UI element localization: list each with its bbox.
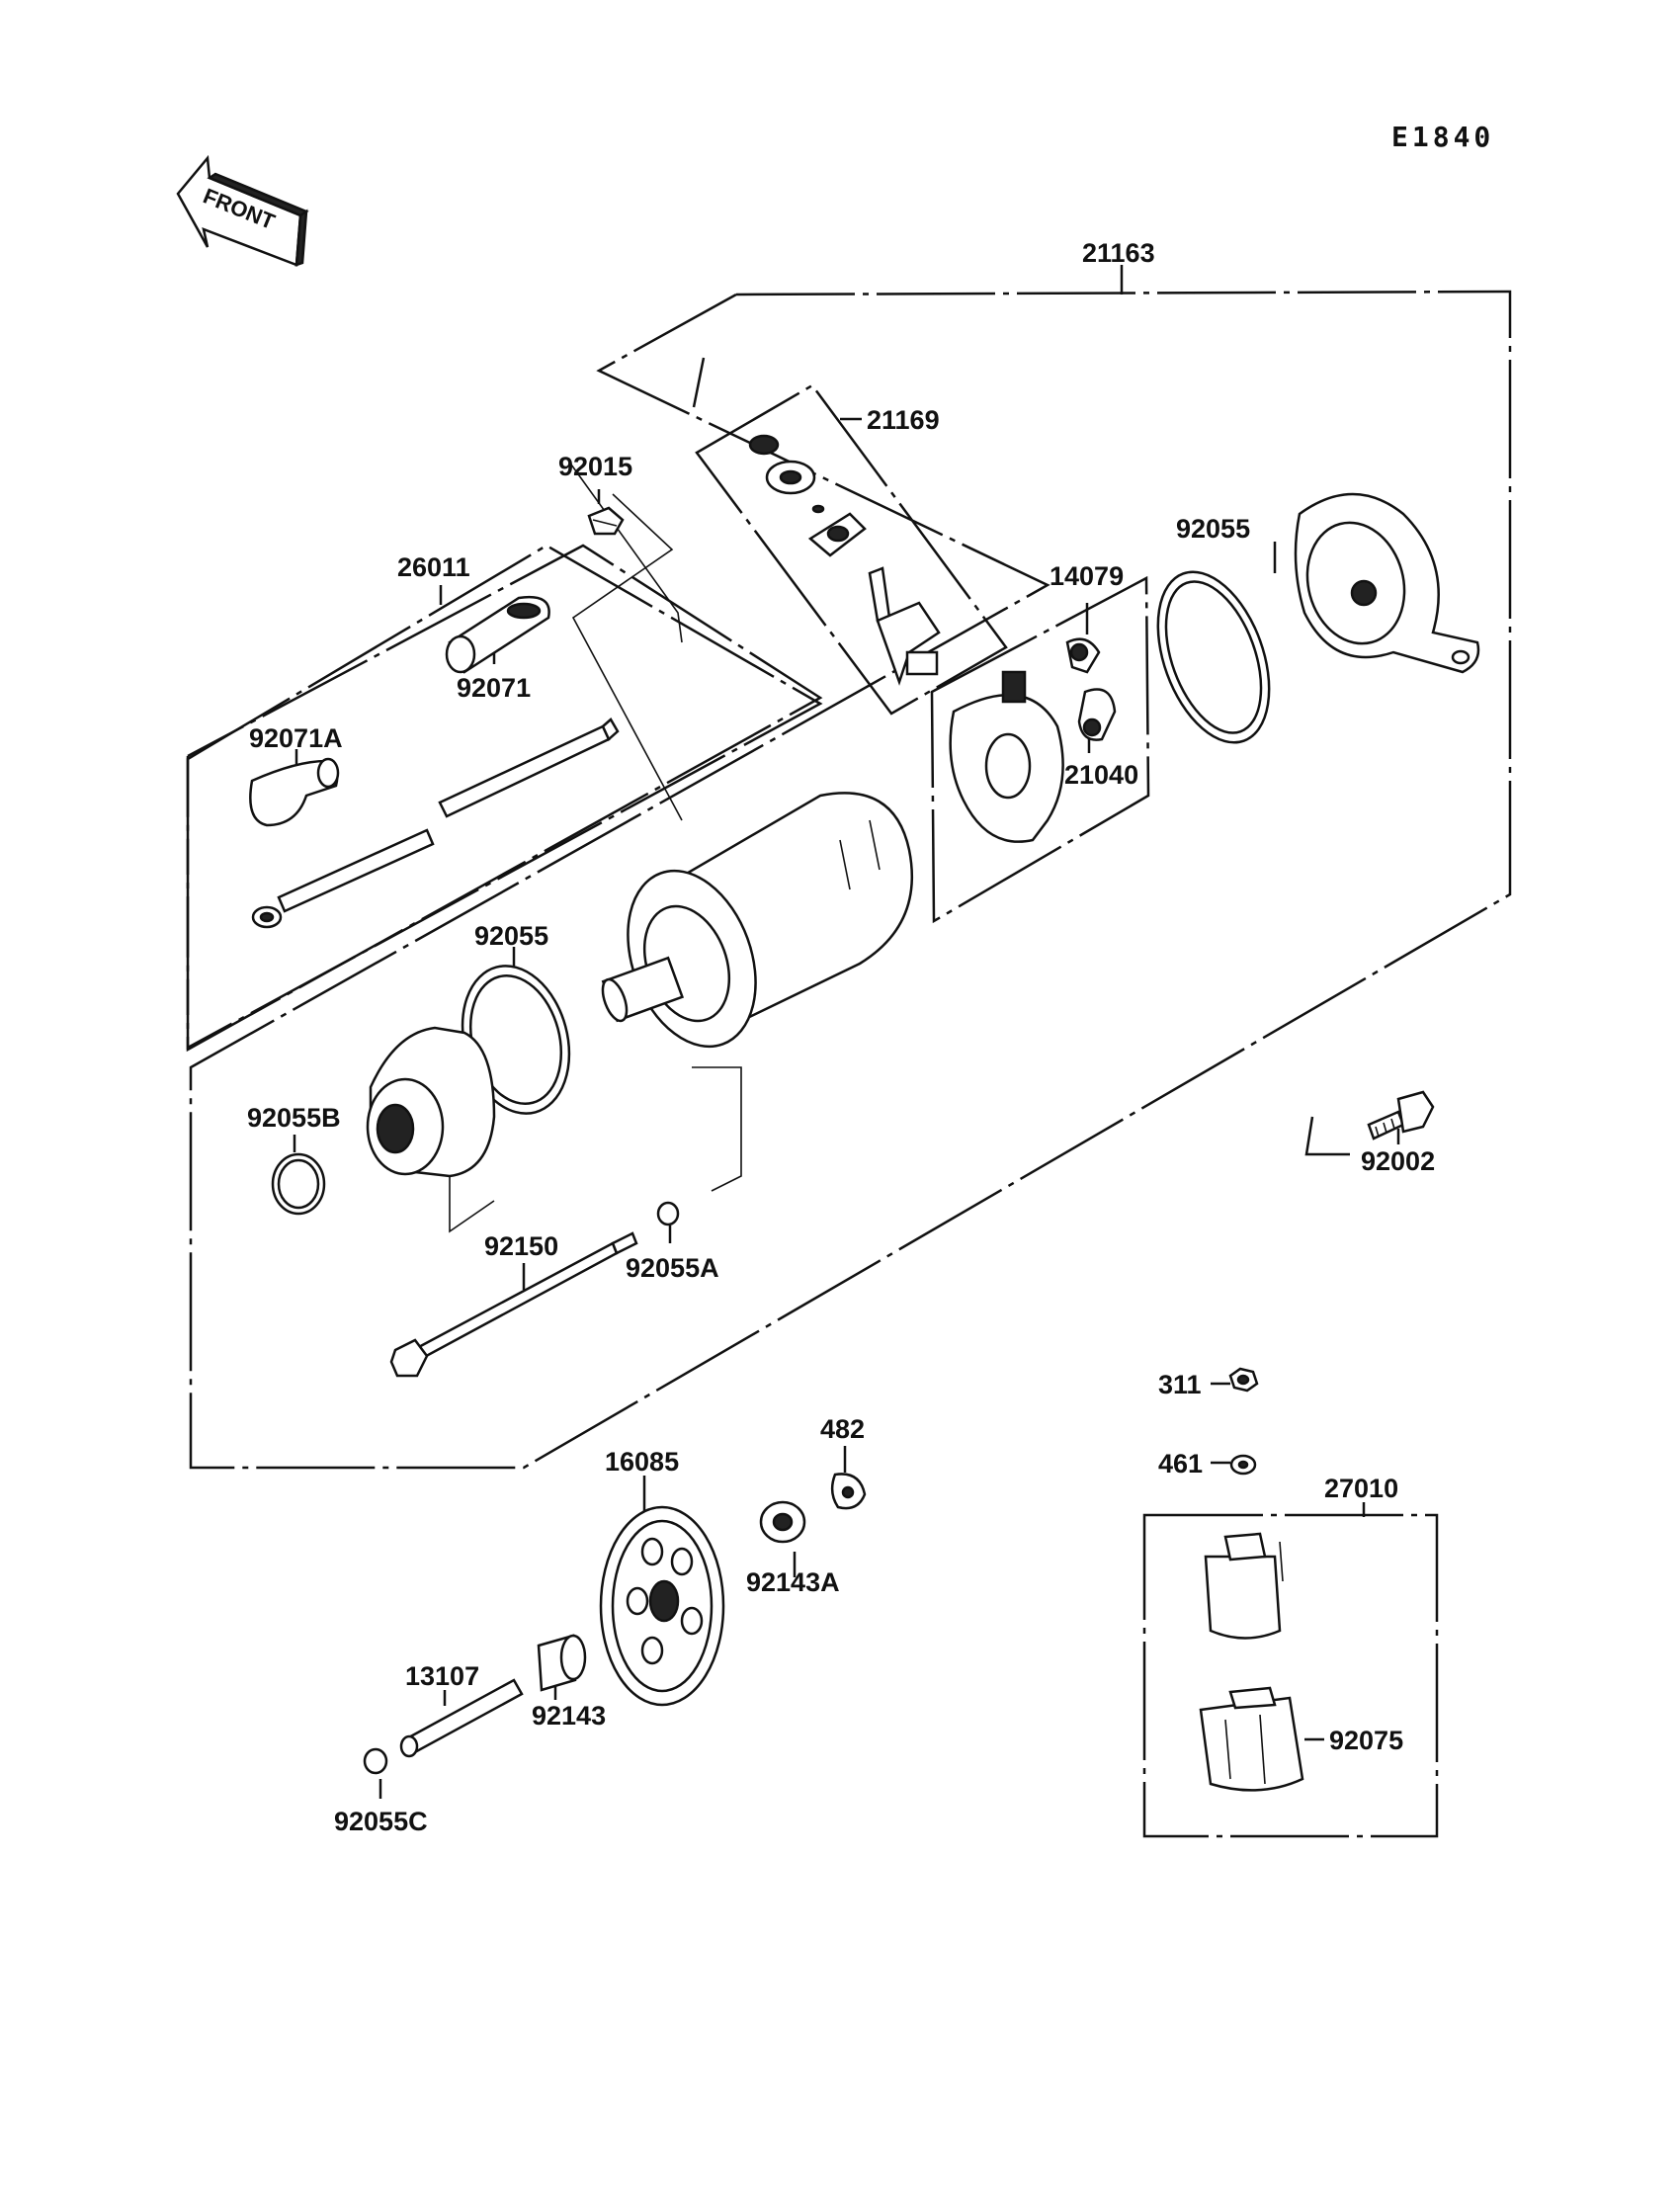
starter-relay-27010 (1204, 1532, 1284, 1640)
part-label-92143: 92143 (532, 1701, 606, 1731)
spacer-92143A (759, 1500, 806, 1544)
part-label-92071A: 92071A (249, 723, 343, 753)
gear-16085 (599, 1505, 725, 1707)
brush-holder-parts-21169 (748, 434, 941, 686)
part-label-13107: 13107 (405, 1661, 479, 1691)
box-14079 (930, 575, 1150, 924)
part-label-461: 461 (1158, 1449, 1203, 1479)
nut-92015 (587, 506, 625, 536)
brush-plate-14079 (949, 637, 1101, 843)
o-ring-92055C (363, 1747, 388, 1775)
motor-housing (601, 792, 914, 1049)
part-label-26011: 26011 (397, 552, 470, 582)
front-arrow-icon: FRONT (176, 154, 309, 267)
nut-311 (1228, 1367, 1259, 1393)
part-label-92055C: 92055C (334, 1807, 428, 1836)
part-label-27010: 27010 (1324, 1474, 1398, 1503)
part-label-14079: 14079 (1050, 561, 1124, 591)
o-ring-92055-top-inner (1164, 580, 1263, 734)
part-label-311: 311 (1158, 1370, 1202, 1399)
front-end-cover (366, 1026, 496, 1178)
relay-cover-92075 (1199, 1686, 1304, 1792)
diagram-code: E1840 (1391, 121, 1494, 153)
box-27010 (1142, 1513, 1439, 1838)
leader-lines (293, 265, 1400, 1799)
part-label-92143A: 92143A (746, 1567, 840, 1597)
part-label-92055B: 92055B (247, 1103, 341, 1133)
washer-461 (1229, 1454, 1257, 1476)
part-label-21163: 21163 (1082, 238, 1155, 268)
box-26011 (186, 544, 823, 1051)
spacer-92143 (537, 1634, 587, 1692)
part-label-92071: 92071 (457, 673, 531, 703)
part-label-16085: 16085 (605, 1447, 679, 1477)
box-21169 (695, 383, 1008, 716)
part-label-92015: 92015 (558, 452, 632, 481)
part-label-21169: 21169 (867, 405, 940, 435)
o-ring-92055B-inner (277, 1158, 320, 1210)
part-label-21040: 21040 (1064, 760, 1138, 790)
part-label-92002: 92002 (1361, 1146, 1435, 1176)
part-label-482: 482 (820, 1414, 865, 1444)
lead-wire-26011 (251, 718, 620, 929)
bolt-92002 (1367, 1090, 1435, 1141)
part-label-92150: 92150 (484, 1231, 558, 1261)
shaft-13107 (399, 1678, 524, 1758)
o-ring-92055A (656, 1201, 680, 1226)
terminal-boot-92071 (445, 595, 550, 674)
circlip-482 (830, 1473, 867, 1510)
brush-spring-21040 (1077, 688, 1117, 741)
assembly-outline-21163 (189, 290, 1512, 1470)
through-bolt-92150 (389, 1231, 638, 1378)
part-label-92055-mid: 92055 (474, 921, 548, 951)
part-label-92055-top: 92055 (1176, 514, 1250, 544)
part-label-92075: 92075 (1329, 1726, 1403, 1755)
rear-end-cover (1294, 492, 1480, 674)
cap-92071A (249, 757, 340, 827)
part-label-92055A: 92055A (626, 1253, 719, 1283)
